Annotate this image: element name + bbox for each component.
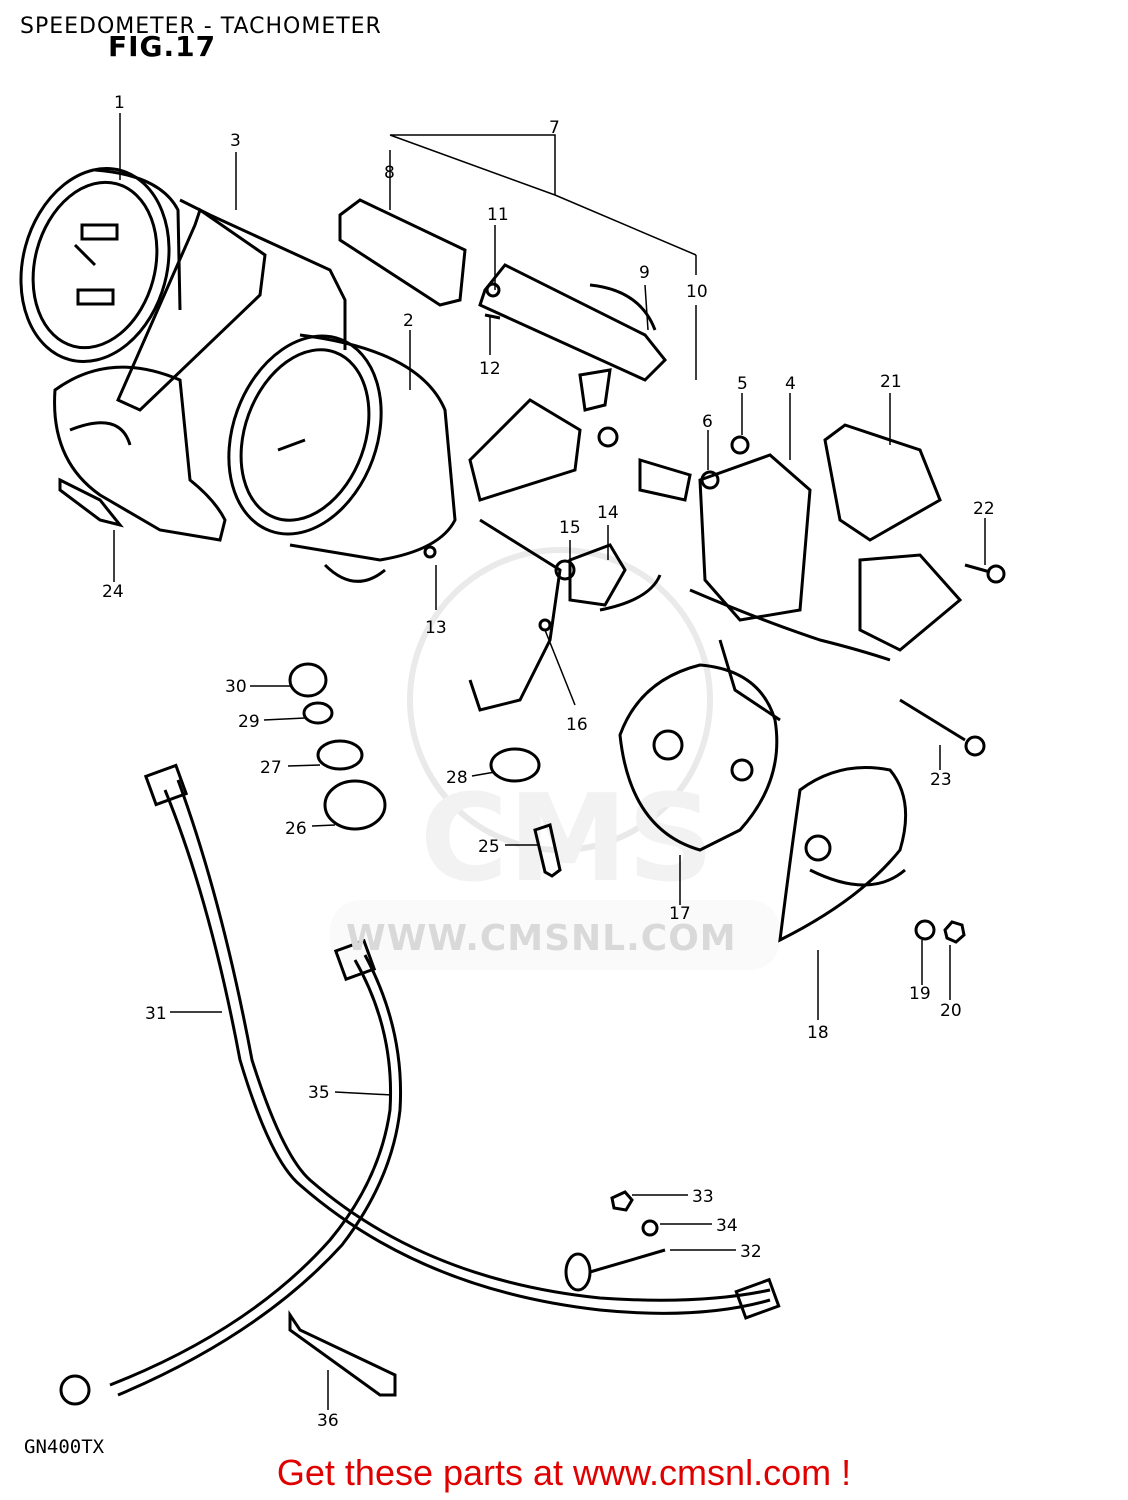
callout-10: 10 bbox=[686, 282, 708, 302]
callout-33: 33 bbox=[692, 1187, 714, 1207]
callout-3: 3 bbox=[230, 131, 241, 151]
callout-11: 11 bbox=[487, 205, 509, 225]
lower-case bbox=[618, 663, 779, 852]
model-code: GN400TX bbox=[24, 1436, 105, 1458]
callout-1: 1 bbox=[114, 93, 125, 113]
footer-link[interactable]: Get these parts at www.cmsnl.com ! bbox=[276, 1452, 852, 1493]
callout-17: 17 bbox=[669, 904, 691, 924]
meter-housing bbox=[53, 198, 347, 542]
watermark-text: WWW.CMSNL.COM bbox=[346, 918, 737, 959]
watermark-logo: CMS bbox=[330, 547, 780, 970]
callout-30: 30 bbox=[225, 677, 247, 697]
cover bbox=[778, 766, 908, 943]
callout-36: 36 bbox=[317, 1411, 339, 1431]
small-fasteners bbox=[899, 563, 1006, 944]
callout-29: 29 bbox=[238, 712, 260, 732]
callout-22: 22 bbox=[973, 499, 995, 519]
callout-31: 31 bbox=[145, 1004, 167, 1024]
callout-19: 19 bbox=[909, 984, 931, 1004]
callout-labels: 1 2 3 4 5 6 7 8 9 10 11 12 13 14 15 16 1… bbox=[102, 93, 995, 1431]
callout-32: 32 bbox=[740, 1242, 762, 1262]
callout-21: 21 bbox=[880, 372, 902, 392]
callout-16: 16 bbox=[566, 715, 588, 735]
svg-text:CMS: CMS bbox=[420, 770, 714, 909]
callout-23: 23 bbox=[930, 770, 952, 790]
callout-18: 18 bbox=[807, 1023, 829, 1043]
cables bbox=[59, 763, 781, 1406]
callout-5: 5 bbox=[737, 374, 748, 394]
callout-6: 6 bbox=[702, 412, 713, 432]
speedometer bbox=[19, 167, 182, 363]
callout-13: 13 bbox=[425, 618, 447, 638]
callout-7: 7 bbox=[549, 118, 560, 138]
callout-24: 24 bbox=[102, 582, 124, 602]
callout-2: 2 bbox=[403, 311, 414, 331]
callout-25: 25 bbox=[478, 837, 500, 857]
callout-8: 8 bbox=[384, 163, 395, 183]
callout-14: 14 bbox=[597, 503, 619, 523]
callout-9: 9 bbox=[639, 263, 650, 283]
callout-35: 35 bbox=[308, 1083, 330, 1103]
callout-20: 20 bbox=[940, 1001, 962, 1021]
callout-28: 28 bbox=[446, 768, 468, 788]
tachometer bbox=[227, 333, 457, 583]
grommet-stack bbox=[288, 662, 562, 878]
callout-15: 15 bbox=[559, 518, 581, 538]
callout-27: 27 bbox=[260, 758, 282, 778]
page-title: SPEEDOMETER - TACHOMETER bbox=[20, 14, 382, 39]
indicator-housing bbox=[597, 423, 963, 722]
callout-12: 12 bbox=[479, 359, 501, 379]
leader-lines bbox=[113, 113, 986, 1410]
figure-number: FIG.17 bbox=[108, 30, 217, 63]
meter-bracket bbox=[423, 398, 662, 712]
callout-26: 26 bbox=[285, 819, 307, 839]
callout-34: 34 bbox=[716, 1216, 738, 1236]
odometer-assembly bbox=[338, 198, 668, 412]
callout-4: 4 bbox=[785, 374, 796, 394]
